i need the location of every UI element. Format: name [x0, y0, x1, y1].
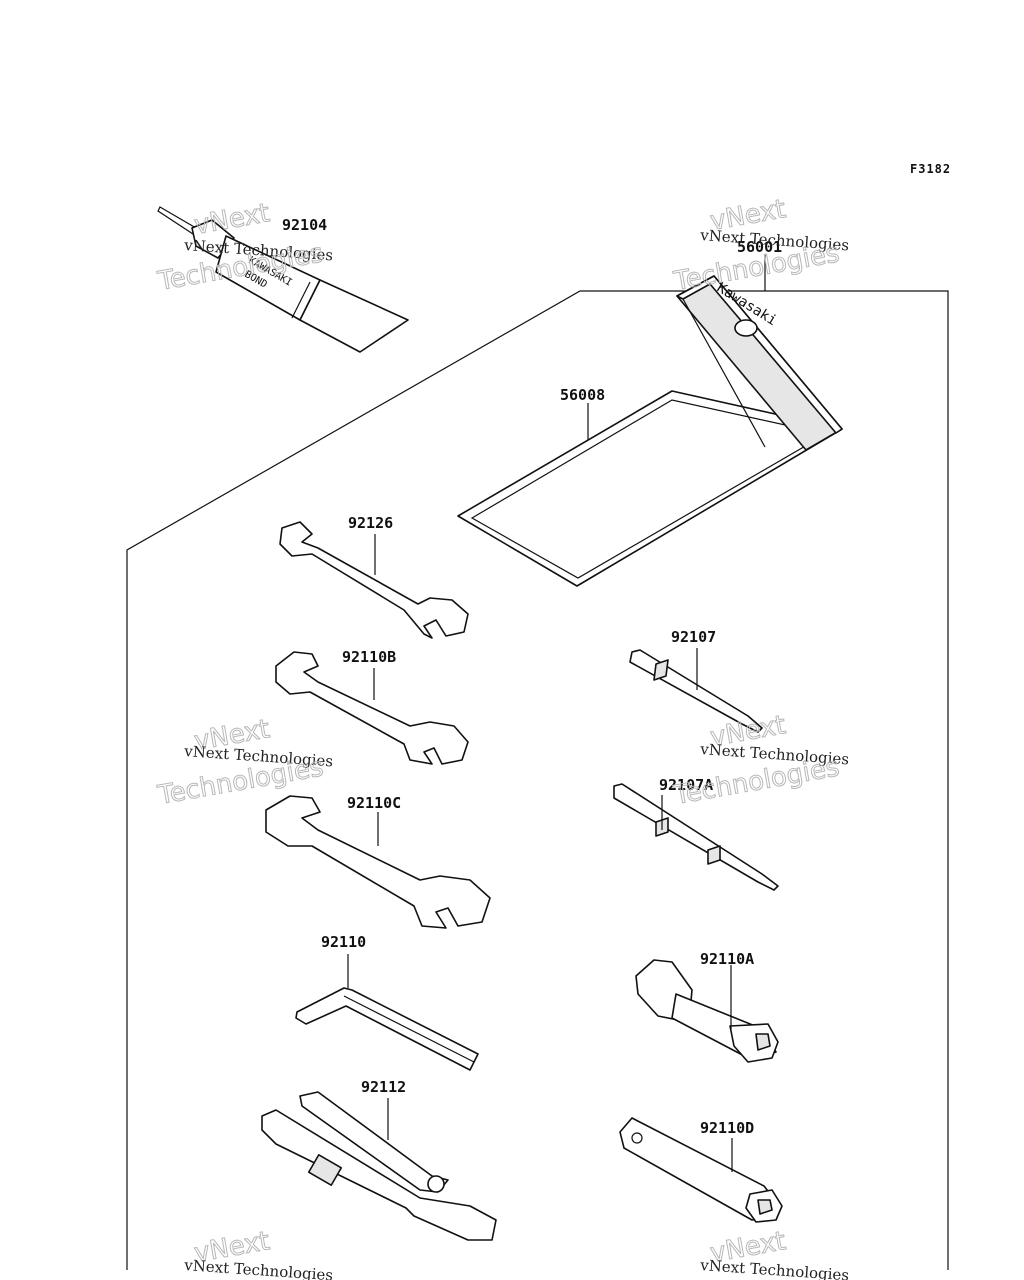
- svg-text:vNext: vNext: [192, 198, 272, 241]
- label-92110d: 92110D: [700, 1119, 754, 1137]
- wrench-92126: [279, 521, 469, 639]
- svg-text:vNext Technologies: vNext Technologies: [183, 1256, 334, 1280]
- screwdriver-92107: [629, 649, 763, 733]
- label-92110b: 92110B: [342, 648, 396, 666]
- watermark-top-right: vNext vNext Technologies Technologies: [671, 194, 850, 298]
- pliers: [261, 1091, 497, 1241]
- label-56001: 56001: [737, 238, 782, 256]
- watermark-bottom-right: vNext vNext Technologies: [699, 1226, 850, 1280]
- label-92112: 92112: [361, 1078, 406, 1096]
- label-92110a: 92110A: [700, 950, 754, 968]
- watermark-mid-right: vNext vNext Technologies Technologies: [671, 710, 850, 812]
- label-92104: 92104: [282, 216, 327, 234]
- bond-tube: KAWASAKI BOND: [157, 206, 409, 353]
- hex-key: [295, 987, 479, 1071]
- label-92107a: 92107A: [659, 776, 713, 794]
- watermark-bottom-left: vNext vNext Technologies: [183, 1226, 334, 1280]
- label-56008: 56008: [560, 386, 605, 404]
- box-wrench-92110a: [635, 959, 779, 1063]
- watermark-mid-left: vNext vNext Technologies Technologies: [155, 714, 334, 812]
- label-92110c: 92110C: [347, 794, 401, 812]
- box-wrench-92110d: [619, 1117, 783, 1223]
- svg-text:vNext Technologies: vNext Technologies: [699, 1256, 850, 1280]
- toolkit-outline: [126, 290, 949, 1270]
- wrench-92110c: [265, 795, 491, 929]
- label-92107: 92107: [671, 628, 716, 646]
- tool-pouch: Kawasaki: [457, 275, 843, 587]
- wrench-92110b: [275, 651, 469, 765]
- label-92110: 92110: [321, 933, 366, 951]
- label-92126: 92126: [348, 514, 393, 532]
- figure-code: F3182: [910, 162, 951, 176]
